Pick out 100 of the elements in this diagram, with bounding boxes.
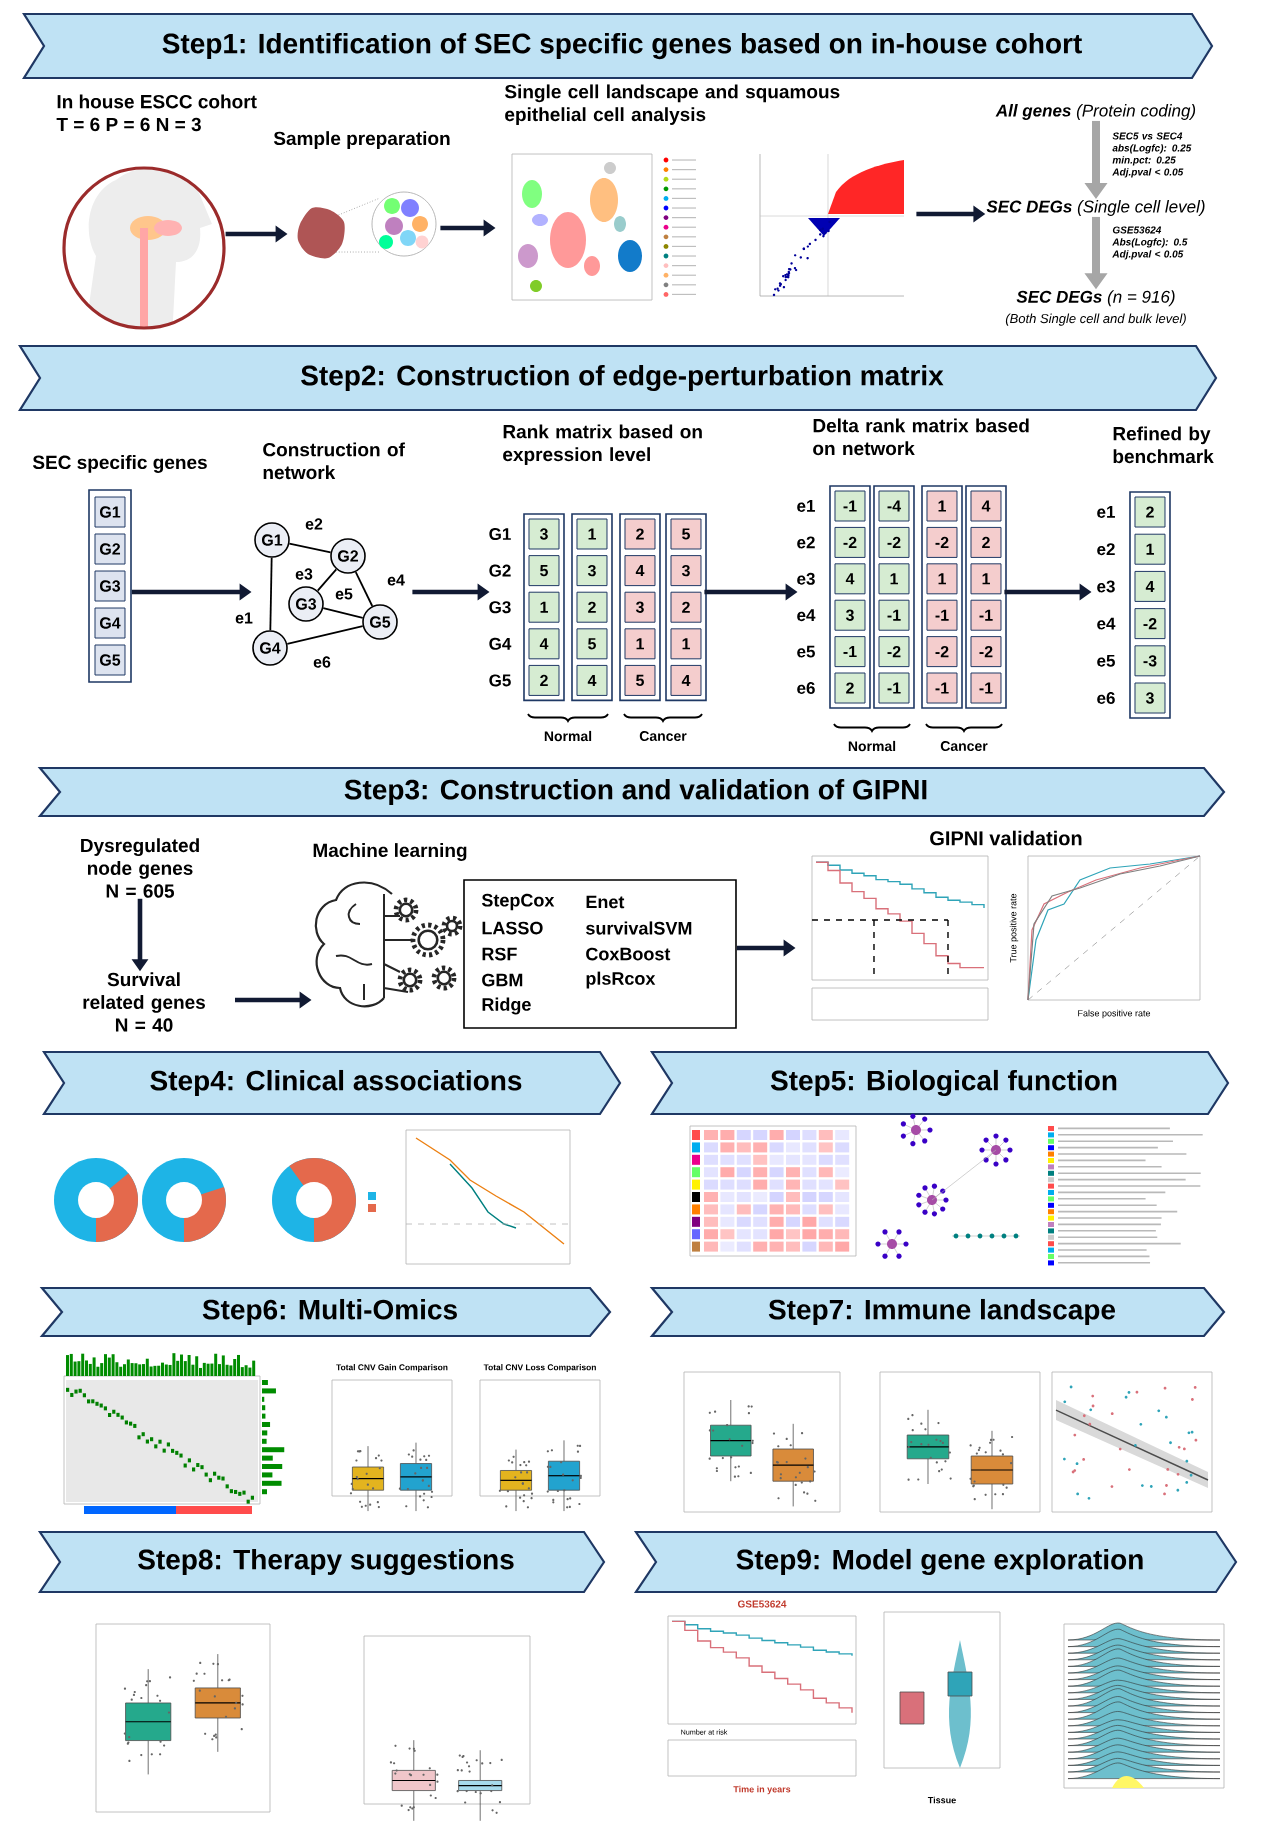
method-name: CoxBoost (586, 947, 671, 961)
matrix-cell: 1 (528, 591, 560, 623)
matrix-cell: 3 (528, 518, 560, 550)
matrix-cell: 2 (834, 672, 866, 704)
gene-set-label: Dysregulated node genes N = 605 (81, 838, 199, 898)
edge-label: e5 (333, 587, 355, 601)
row-label: e6 (797, 682, 815, 694)
step-banner: Step6: Multi-Omics (39, 1286, 612, 1338)
edge-label: e4 (385, 573, 407, 587)
step-banner: Step9: Model gene exploration (633, 1530, 1238, 1594)
matrix-cell: 5 (528, 555, 560, 587)
matrix-cell: 5 (624, 664, 656, 696)
matrix-cell: 3 (624, 591, 656, 623)
section-heading: Refined by benchmark (1113, 426, 1214, 464)
section-heading: Machine learning (313, 843, 467, 861)
matrix-cell: -2 (926, 636, 958, 668)
matrix-cell: -1 (878, 599, 910, 631)
matrix-cell: 1 (926, 563, 958, 595)
matrix-cell: -2 (970, 636, 1002, 668)
matrix-cell: 4 (834, 563, 866, 595)
matrix-cell: -1 (878, 672, 910, 704)
row-label: G1 (489, 528, 511, 541)
section-heading: Sample preparation (273, 131, 450, 149)
matrix-cell: 4 (576, 664, 608, 696)
matrix-cell: -1 (834, 490, 866, 522)
matrix-cell: 2 (1134, 496, 1166, 528)
matrix-cell: 1 (1134, 533, 1166, 565)
network-line (322, 607, 364, 619)
method-box (463, 879, 737, 1029)
matrix-cell: 1 (926, 490, 958, 522)
row-label: G4 (489, 637, 512, 650)
matrix-cell: 5 (670, 518, 702, 550)
method-name: GBM (482, 973, 523, 987)
matrix-cell: -1 (926, 672, 958, 704)
matrix-cell: 1 (970, 563, 1002, 595)
section-heading: Single cell landscape and squamous epithelial cell analysis (504, 84, 840, 125)
matrix-cell: G3 (94, 570, 126, 602)
edge-label: e1 (233, 611, 255, 625)
matrix-cell: -4 (878, 490, 910, 522)
method-name: StepCox (481, 893, 555, 911)
step-banner: Step3: Construction and validation of GIPNI (37, 766, 1226, 818)
step-banner: Step8: Therapy suggestions (37, 1530, 606, 1594)
cohort-heading: In house ESCC cohort T = 6 P = 6 N = 3 (56, 94, 257, 132)
matrix-cell: G4 (94, 607, 126, 639)
network-line (286, 625, 364, 645)
matrix-cell: 2 (576, 591, 608, 623)
gene-set-label: SEC DEGs (Single cell level) (986, 200, 1205, 216)
matrix-cell: 3 (834, 599, 866, 631)
method-name: plsRcox (586, 971, 656, 989)
matrix-cell: 1 (878, 563, 910, 595)
section-heading: Rank matrix based on expression level (503, 424, 702, 465)
matrix-cell: -2 (1134, 608, 1166, 640)
section-heading: Construction of network (263, 442, 405, 480)
row-label: e5 (797, 645, 815, 658)
step-banner: Step5: Biological function (649, 1050, 1230, 1116)
network-line (269, 556, 273, 632)
matrix-cell: 4 (624, 555, 656, 587)
matrix-cell: 4 (970, 490, 1002, 522)
matrix-cell: G5 (94, 644, 126, 676)
matrix-cell: 5 (576, 628, 608, 660)
gene-set-label: Survival related genes N = 40 (83, 972, 205, 1032)
matrix-cell: G1 (94, 496, 126, 528)
edge-label: e3 (293, 567, 315, 581)
method-name: Ridge (482, 997, 531, 1015)
method-name: survivalSVM (586, 921, 692, 935)
matrix-cell: -2 (878, 526, 910, 558)
method-name: Enet (586, 895, 625, 909)
row-label: e1 (797, 500, 815, 512)
matrix-cell: -2 (926, 526, 958, 558)
step-banner: Step2: Construction of edge-perturbation matrix (18, 344, 1218, 412)
row-label: e2 (797, 536, 815, 549)
edge-label: e6 (311, 655, 333, 669)
matrix-cell: 2 (528, 664, 560, 696)
matrix-cell: -2 (834, 526, 866, 558)
matrix-cell: 1 (576, 518, 608, 550)
row-label: G3 (489, 601, 511, 614)
network-line (316, 568, 338, 592)
matrix-cell: 2 (624, 518, 656, 550)
matrix-cell: -2 (878, 636, 910, 668)
gene-set-label: All genes (Protein coding) (995, 104, 1196, 120)
section-heading: Delta rank matrix based on network (813, 418, 1029, 456)
matrix-cell: 2 (670, 591, 702, 623)
matrix-cell: 4 (528, 628, 560, 660)
matrix-cell: 3 (670, 555, 702, 587)
matrix-cell: -3 (1134, 645, 1166, 677)
row-label: e4 (797, 609, 816, 622)
matrix-cell: 2 (970, 526, 1002, 558)
matrix-cell: 1 (670, 628, 702, 660)
method-name: RSF (482, 947, 517, 961)
row-label: G5 (489, 674, 511, 687)
edge-label: e2 (303, 517, 325, 531)
method-name: LASSO (482, 921, 543, 935)
matrix-cell: G2 (94, 533, 126, 565)
row-label: G2 (489, 564, 511, 577)
matrix-cell: 3 (1134, 682, 1166, 714)
section-heading: GIPNI validation (930, 830, 1082, 846)
matrix-cell: 4 (1134, 570, 1166, 602)
matrix-cell: -1 (834, 636, 866, 668)
matrix-cell: 4 (670, 664, 702, 696)
row-label: e3 (1097, 580, 1115, 593)
